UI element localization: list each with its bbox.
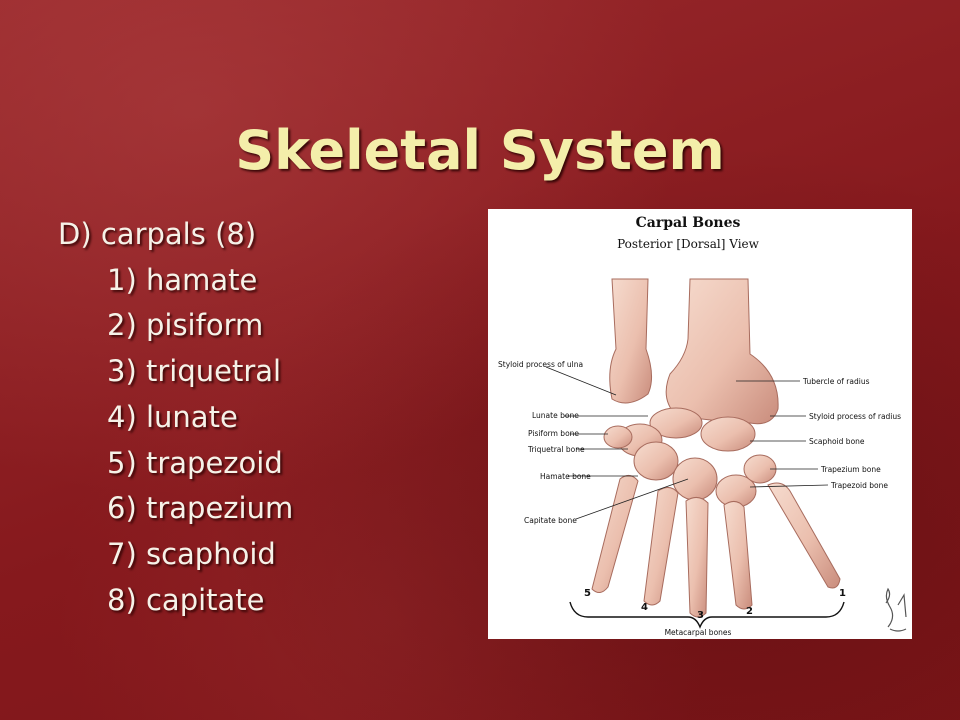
list-item: 5) trapezoid — [107, 445, 283, 480]
metacarpal-number-3: 3 — [697, 610, 704, 621]
list-item: 6) trapezium — [107, 491, 294, 526]
slide-title: Skeletal System — [235, 119, 725, 183]
label-lunate: Lunate bone — [532, 411, 579, 420]
label-trapezium: Trapezium bone — [820, 465, 881, 474]
label-hamate: Hamate bone — [540, 472, 591, 481]
list-item: 2) pisiform — [107, 308, 264, 343]
carpal-bones — [603, 407, 777, 508]
artist-signature — [885, 587, 907, 632]
metacarpal-number-2: 2 — [746, 606, 753, 617]
metacarpal-brace — [569, 601, 845, 629]
list-item: 4) lunate — [107, 399, 238, 434]
metacarpal-number-1: 1 — [839, 588, 846, 599]
label-pisiform: Pisiform bone — [528, 429, 579, 438]
list-item: 1) hamate — [107, 262, 258, 297]
label-capitate: Capitate bone — [524, 516, 577, 525]
figure-title: Carpal Bones — [636, 215, 741, 231]
label-styloid-radius: Styloid process of radius — [809, 412, 901, 421]
carpal-bones-figure: Carpal Bones Posterior [Dorsal] View — [488, 209, 912, 639]
list-item: 8) capitate — [107, 582, 265, 617]
label-metacarpal: Metacarpal bones — [665, 628, 732, 637]
list-heading: D) carpals (8) — [58, 217, 257, 251]
label-trapezoid: Trapezoid bone — [830, 481, 888, 490]
metacarpal-bones — [591, 475, 841, 618]
carpal-illustration: Carpal Bones Posterior [Dorsal] View — [498, 215, 907, 637]
label-tubercle-radius: Tubercle of radius — [802, 377, 870, 386]
list-item: 3) triquetral — [107, 354, 282, 389]
label-styloid-ulna: Styloid process of ulna — [498, 360, 583, 369]
ulna-bone — [609, 278, 652, 404]
label-scaphoid: Scaphoid bone — [809, 437, 865, 446]
figure-subtitle: Posterior [Dorsal] View — [617, 237, 760, 251]
label-leader-lines — [545, 366, 829, 520]
carpals-list: D) carpals (8) 1) hamate 2) pisiform 3) … — [58, 212, 293, 623]
radius-bone — [665, 278, 779, 425]
metacarpal-number-5: 5 — [584, 588, 591, 599]
label-triquetral: Triquetral bone — [527, 445, 585, 454]
metacarpal-number-4: 4 — [641, 602, 648, 613]
list-item: 7) scaphoid — [107, 536, 276, 571]
